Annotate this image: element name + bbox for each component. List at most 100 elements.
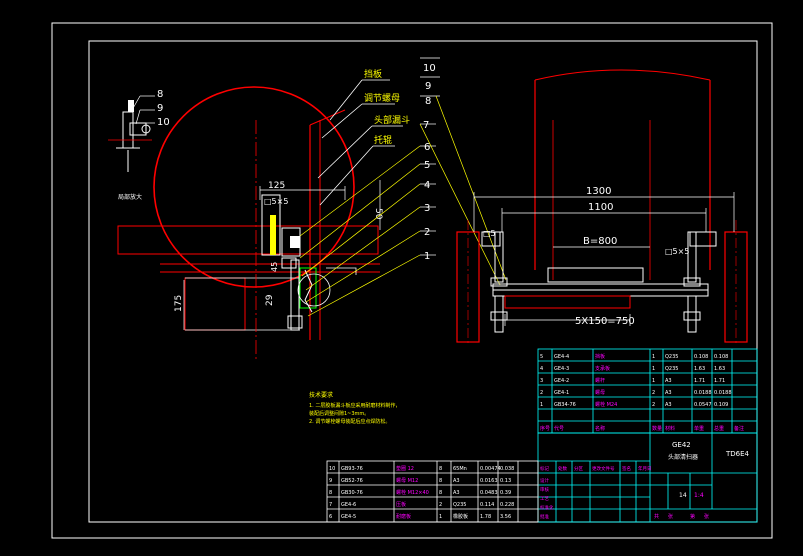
balloon-5: 5 (424, 160, 430, 171)
balloon-3: 3 (424, 203, 430, 214)
slot-mark-right: □5×5 (665, 247, 689, 256)
bom-upper-cell-total: 0.108 (714, 354, 728, 360)
bom-lower-cell-name: 耐磨板 (396, 513, 411, 520)
bom-lower-cell-qty: 1 (439, 514, 442, 520)
bom-upper-header-cell: 备注 (734, 425, 744, 432)
bom-lower-cell-unit: 0.114 (480, 502, 494, 508)
bom-lower-cell-qty: 8 (439, 478, 442, 484)
front-view (456, 69, 748, 345)
bom-lower-cell-total: 0.39 (500, 490, 511, 496)
bom-upper-cell-total: 1.63 (714, 366, 725, 372)
bom-upper-cell-total: 1.71 (714, 378, 725, 384)
title-header-cell: 分区 (574, 465, 583, 472)
bom-lower-cell-unit: 0.00474 (480, 466, 501, 472)
title-footer-cell: 第 (690, 513, 695, 520)
balloon-9: 9 (425, 81, 431, 92)
balloon-6: 6 (424, 142, 430, 153)
bom-upper-cell-no: 3 (540, 378, 543, 384)
bom-lower-cell-name: 螺母 M12 (396, 477, 418, 484)
dim-175: 175 (174, 295, 184, 312)
bom-upper-cell-no: 1 (540, 402, 543, 408)
callout-leaders (317, 79, 374, 206)
bom-upper-cell-qty: 1 (652, 354, 655, 360)
callout-idler: 托辊 (374, 134, 392, 146)
title-footer-row: 共张第张 (654, 513, 709, 520)
bom-upper-cell-name: 螺杆 (595, 377, 605, 384)
bom-upper-cell-unit: 0.0188 (694, 390, 712, 396)
bom-upper-cell-material: A3 (665, 390, 672, 396)
tech-note-line-1: 1. 二层胶板漏斗板应采用耐磨材料制作， (309, 402, 400, 409)
cross-beam (481, 231, 717, 333)
bom-lower-cell-no: 6 (329, 514, 332, 520)
dim-125: 125 (268, 181, 285, 191)
balloon-1: 1 (424, 251, 430, 262)
dim-50: 50 (373, 208, 383, 220)
bom-upper-cell-qty: 1 (652, 366, 655, 372)
balloon-8: 8 (425, 96, 431, 107)
bom-lower-cell-material: A3 (453, 490, 460, 496)
callout-head-chute: 头部漏斗 (374, 114, 410, 126)
bom-upper-cell-total: 0.109 (714, 402, 728, 408)
bom-upper-cell-unit: 1.71 (694, 378, 705, 384)
bom-upper-cell-code: GB34-76 (554, 402, 576, 408)
slot-mark-left: □5×5 (264, 197, 288, 206)
bom-lower-cell-qty: 8 (439, 490, 442, 496)
bom-lower-cell-no: 10 (329, 466, 335, 472)
bom-upper-header-cell: 数量 (652, 425, 662, 432)
scale-value: 1:4 (694, 492, 704, 499)
bom-lower-cell-material: Q235 (453, 502, 466, 508)
bom-upper-cell-qty: 2 (652, 402, 655, 408)
detail-caption: 局部放大 (118, 193, 142, 201)
title-header-cell: 处数 (558, 465, 567, 472)
bom-lower-cell-code: GE4-5 (341, 514, 356, 520)
tech-notes-title: 技术要求 (309, 391, 333, 399)
bom-lower-cell-code: GB30-76 (341, 490, 363, 496)
sheet-count: 14 (679, 492, 687, 499)
bom-lower-cell-unit: 0.0483 (480, 490, 498, 496)
balloon-7: 7 (423, 120, 429, 131)
bom-lower-cell-code: GB52-76 (341, 478, 363, 484)
bom-upper-cell-name: 支承板 (595, 365, 610, 372)
bom-upper-header-cell: 名称 (595, 425, 605, 432)
title-role-cell: 审核 (540, 486, 549, 493)
balloon-10: 10 (423, 63, 436, 74)
dim-45: 45 (270, 262, 279, 272)
balloon-2: 2 (424, 227, 430, 238)
bom-upper-cell-code: GE4-1 (554, 390, 569, 396)
bom-lower-cell-material: 65Mn (453, 466, 467, 472)
bom-lower-cell-name: 垫圈 12 (396, 465, 414, 472)
balloon-4: 4 (424, 180, 430, 191)
dim-bolt-pitch: 5X150=750 (575, 316, 635, 327)
detail-balloon-9: 9 (157, 103, 163, 114)
title-line-2: 头部清扫器 (668, 453, 698, 461)
bom-upper-cell-no: 4 (540, 366, 543, 372)
bom-lower-cell-code: GE4-6 (341, 502, 356, 508)
title-header-cell: 年月日 (638, 465, 652, 472)
bom-lower-cell-qty: 8 (439, 466, 442, 472)
title-role-cell: 设计 (540, 477, 549, 484)
bom-upper-cell-material: Q235 (665, 366, 678, 372)
title-role-cell: 标准化 (540, 504, 554, 511)
dim-b800: B=800 (583, 236, 617, 247)
bom-upper-cell-name: 螺栓 M24 (595, 401, 617, 408)
bom-lower-cell-code: GB93-76 (341, 466, 363, 472)
bom-upper-header-cell: 总重 (714, 425, 724, 432)
adjust-screw (290, 259, 300, 331)
bom-lower-grid (326, 460, 539, 523)
bom-upper-header-cell: 材料 (665, 425, 675, 432)
bom-lower-cell-total: 0.038 (500, 466, 514, 472)
bom-upper-cell-material: Q235 (665, 354, 678, 360)
bom-lower-cell-qty: 2 (439, 502, 442, 508)
bom-lower-cell-name: 压板 (396, 501, 406, 508)
title-header-cell: 标记 (540, 465, 549, 472)
callout-adjust-nut: 调节螺母 (364, 93, 400, 104)
conveyor-belt (117, 225, 379, 255)
bom-lower-cell-material: A3 (453, 478, 460, 484)
outer-sheet-border (51, 22, 773, 539)
inner-frame (88, 40, 758, 523)
dim-29: 29 (265, 294, 275, 306)
